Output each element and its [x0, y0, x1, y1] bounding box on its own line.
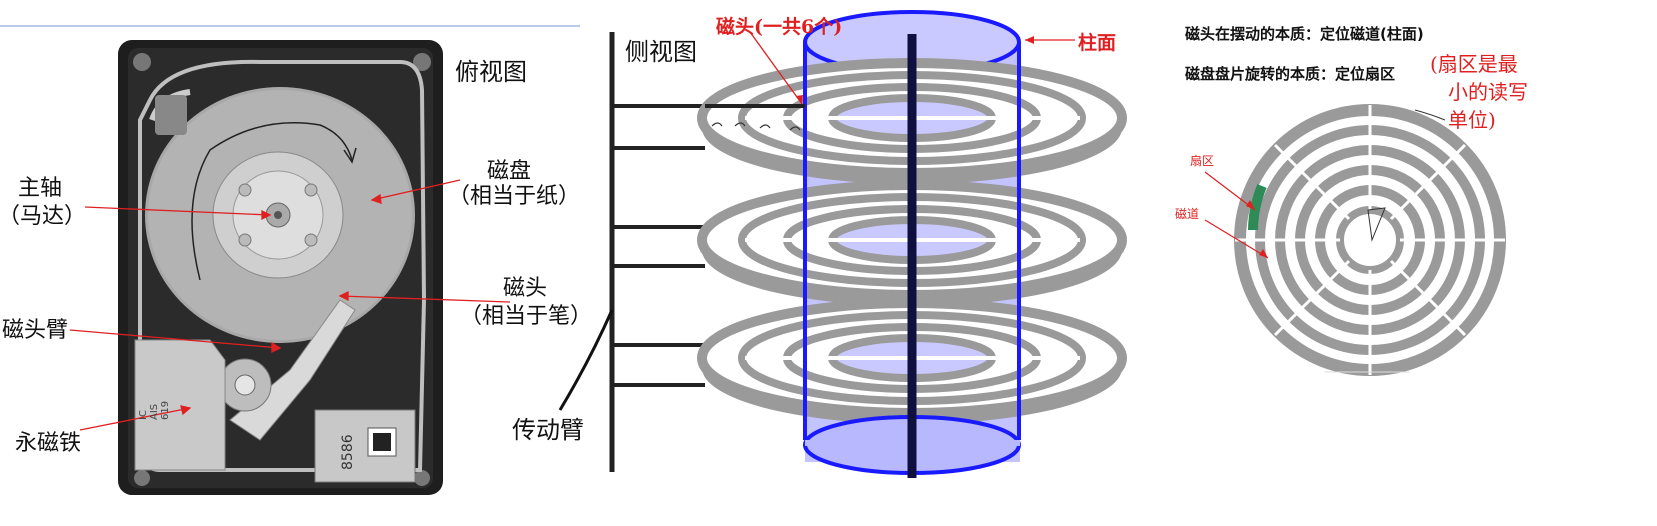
- sector-note-3: 单位): [1448, 104, 1496, 133]
- sector-note-2: 小的读写: [1448, 76, 1528, 105]
- sector-note-1: (扇区是最: [1430, 48, 1518, 77]
- heads-note: 磁头(一共6个): [716, 12, 842, 39]
- platter-face: [1205, 105, 1505, 375]
- spindle-sublabel: （马达）: [0, 198, 86, 230]
- top-view-title: 俯视图: [455, 52, 527, 87]
- head-essence-text: 磁头在摆动的本质：定位磁道(柱面): [1185, 23, 1424, 44]
- side-view-title: 侧视图: [625, 32, 697, 67]
- actuator-label: 传动臂: [512, 410, 584, 445]
- arm-label: 磁头臂: [2, 312, 68, 344]
- hdd-photo: [118, 40, 443, 495]
- head-sublabel: （相当于笔）: [460, 298, 592, 330]
- magnet-label: 永磁铁: [15, 425, 81, 457]
- platter-sublabel: （相当于纸）: [448, 178, 580, 210]
- side-view: [560, 12, 1122, 478]
- drive-serial: 8586: [340, 434, 356, 470]
- track-label: 磁道: [1175, 205, 1199, 222]
- platter-essence-text: 磁盘盘片旋转的本质：定位扇区: [1185, 63, 1395, 84]
- sector-label: 扇区: [1190, 152, 1214, 169]
- magnet-stamp: IC AIS 619: [138, 401, 171, 420]
- cylinder-label: 柱面: [1078, 28, 1116, 55]
